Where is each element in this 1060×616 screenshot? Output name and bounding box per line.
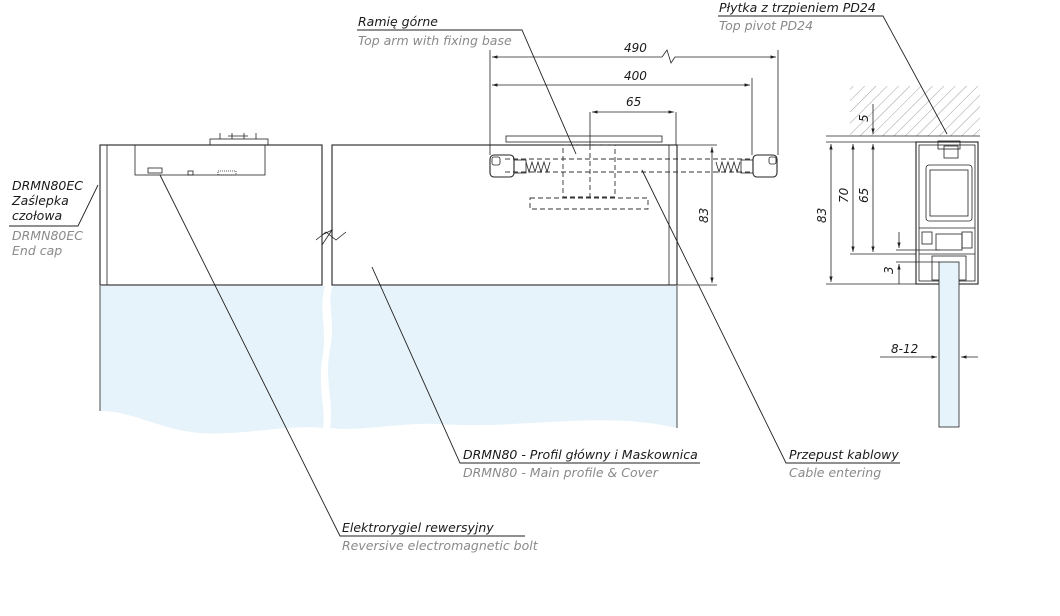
dimension-83-side: 83 — [677, 144, 717, 286]
top-pivot-en: Top pivot PD24 — [719, 18, 813, 33]
dimension-65-section: 65 — [857, 144, 875, 252]
glass-panel-left — [99, 286, 678, 434]
label-cable: Przepust kablowy Cable entering — [789, 447, 899, 480]
end-cap-pl-line2: Zaślepka — [11, 193, 69, 208]
dim-400-text: 400 — [624, 69, 647, 83]
dimension-8-12: 8-12 — [880, 342, 978, 359]
dimension-70: 70 — [837, 144, 916, 255]
top-arm-en: Top arm with fixing base — [358, 33, 512, 48]
leader-lines — [9, 15, 948, 537]
break-line — [315, 145, 347, 285]
dim-5-text: 5 — [857, 114, 871, 122]
top-pivot-pl: Płytka z trzpieniem PD24 — [719, 0, 876, 15]
end-cap-pl-line1: DRMN80EC — [12, 178, 83, 193]
electromagnetic-bolt — [134, 133, 269, 176]
dim-3-text: 3 — [882, 266, 896, 274]
end-cap-en-line1: DRMN80EC — [12, 228, 83, 243]
dim-65-section-text: 65 — [857, 188, 871, 203]
bolt-pl: Elektrorygiel rewersyjny — [342, 520, 494, 535]
label-bolt: Elektrorygiel rewersyjny Reversive elect… — [342, 520, 539, 553]
label-end-cap: DRMN80EC Zaślepka czołowa DRMN80EC End c… — [11, 178, 83, 258]
dim-8-12-text: 8-12 — [891, 342, 918, 356]
cable-entry-left — [489, 154, 551, 178]
top-arm-pl: Ramię górne — [358, 14, 438, 29]
dim-65-top-text: 65 — [626, 95, 641, 109]
top-arm-dashed — [505, 135, 752, 210]
dimension-3: 3 — [882, 232, 940, 284]
dimension-5: 5 — [857, 104, 875, 134]
section-glass — [938, 261, 960, 428]
label-top-pivot: Płytka z trzpieniem PD24 Top pivot PD24 — [719, 0, 876, 33]
end-cap-en-line2: End cap — [12, 243, 62, 258]
dimension-400: 400 — [492, 69, 753, 155]
cable-en: Cable entering — [789, 465, 881, 480]
dimension-65-top: 65 — [589, 95, 677, 145]
bolt-en: Reversive electromagnetic bolt — [342, 538, 539, 553]
dimension-490: 490 — [489, 41, 779, 155]
dim-83-section-text: 83 — [815, 208, 829, 223]
cable-entry-right — [715, 154, 778, 178]
dim-70-text: 70 — [837, 187, 851, 203]
label-main-profile: DRMN80 - Profil główny i Maskownica DRMN… — [463, 447, 698, 480]
profile-elevation-left — [99, 144, 323, 286]
profile-elevation-right — [331, 144, 678, 286]
label-top-arm: Ramię górne Top arm with fixing base — [358, 14, 512, 48]
main-profile-en: DRMN80 - Main profile & Cover — [463, 465, 659, 480]
ceiling-hatch — [826, 86, 980, 137]
dimension-83-section: 83 — [815, 141, 916, 285]
cable-pl: Przepust kablowy — [789, 447, 899, 462]
end-cap-pl-line3: czołowa — [12, 208, 62, 223]
main-profile-pl: DRMN80 - Profil główny i Maskownica — [463, 447, 698, 462]
dim-83-side-text: 83 — [697, 208, 711, 223]
dim-490-text: 490 — [624, 41, 647, 55]
